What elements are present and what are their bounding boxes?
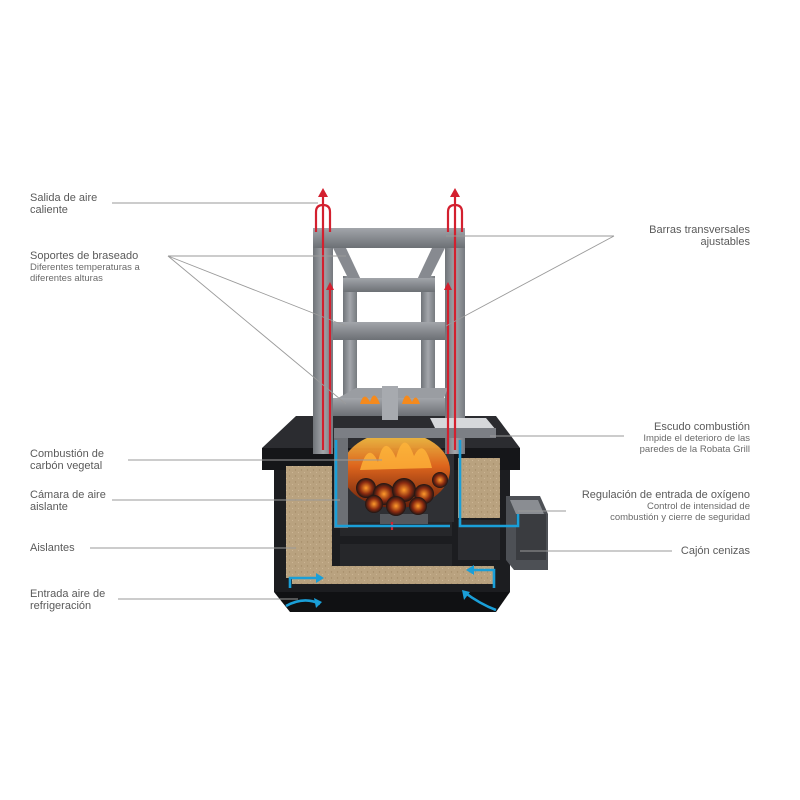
hot-air-arrowheads (318, 188, 460, 290)
label-escudo-sub2: paredes de la Robata Grill (639, 444, 750, 455)
label-combustion-carbon: Combustión de carbón vegetal (30, 448, 104, 472)
ash-drawer (506, 496, 548, 570)
label-barras-line2: ajustables (700, 236, 750, 248)
leader-lines (90, 202, 672, 600)
label-combustion-line2: carbón vegetal (30, 460, 103, 472)
label-regulacion-oxigeno: Regulación de entrada de oxígeno Control… (582, 489, 750, 523)
label-combustion-line1: Combustión de (30, 448, 104, 460)
label-cajon-line1: Cajón cenizas (680, 545, 750, 557)
hot-air-flow (314, 192, 464, 530)
label-camara-line1: Cámara de aire (30, 489, 106, 501)
label-soportes-sub2: diferentes alturas (30, 273, 103, 284)
cool-air-arrowheads (314, 565, 474, 608)
label-entrada-line2: refrigeración (30, 600, 92, 612)
label-barras-transversales: Barras transversales ajustables (649, 224, 750, 248)
steel-frame (313, 228, 496, 528)
label-barras-line1: Barras transversales (649, 224, 750, 236)
label-salida-line2: caliente (30, 204, 68, 216)
label-salida-line1: Salida de aire (30, 192, 98, 204)
label-regulacion-sub2: combustión y cierre de seguridad (610, 512, 750, 523)
label-camara-aire: Cámara de aire aislante (30, 489, 106, 513)
label-entrada-aire: Entrada aire de refrigeración (30, 588, 105, 612)
label-regulacion-sub1: Control de intensidad de (647, 501, 750, 512)
tray-flames (360, 395, 420, 404)
label-aislantes-line1: Aislantes (30, 542, 75, 554)
label-soportes-title: Soportes de braseado (30, 250, 139, 262)
label-cajon-cenizas: Cajón cenizas (681, 545, 750, 557)
label-entrada-line1: Entrada aire de (30, 588, 106, 600)
label-aislantes: Aislantes (30, 542, 75, 554)
label-soportes-sub1: Diferentes temperaturas a (30, 262, 140, 273)
label-escudo-sub1: Impide el deterioro de las (643, 433, 750, 444)
label-regulacion-title: Regulación de entrada de oxígeno (581, 489, 750, 501)
label-camara-line2: aislante (30, 501, 68, 513)
label-salida-aire-caliente: Salida de aire caliente (30, 192, 97, 216)
label-escudo-title: Escudo combustión (654, 421, 750, 433)
charcoal-fire (342, 432, 450, 516)
label-escudo-combustion: Escudo combustión Impide el deterioro de… (640, 421, 750, 455)
label-soportes-de-braseado: Soportes de braseado Diferentes temperat… (30, 250, 140, 284)
